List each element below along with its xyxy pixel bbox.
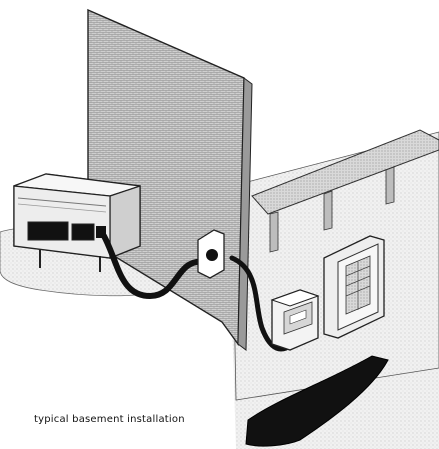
transfer-switch xyxy=(272,290,318,350)
power-inlet-box xyxy=(198,230,224,278)
figure-caption: typical basement installation xyxy=(34,414,185,425)
